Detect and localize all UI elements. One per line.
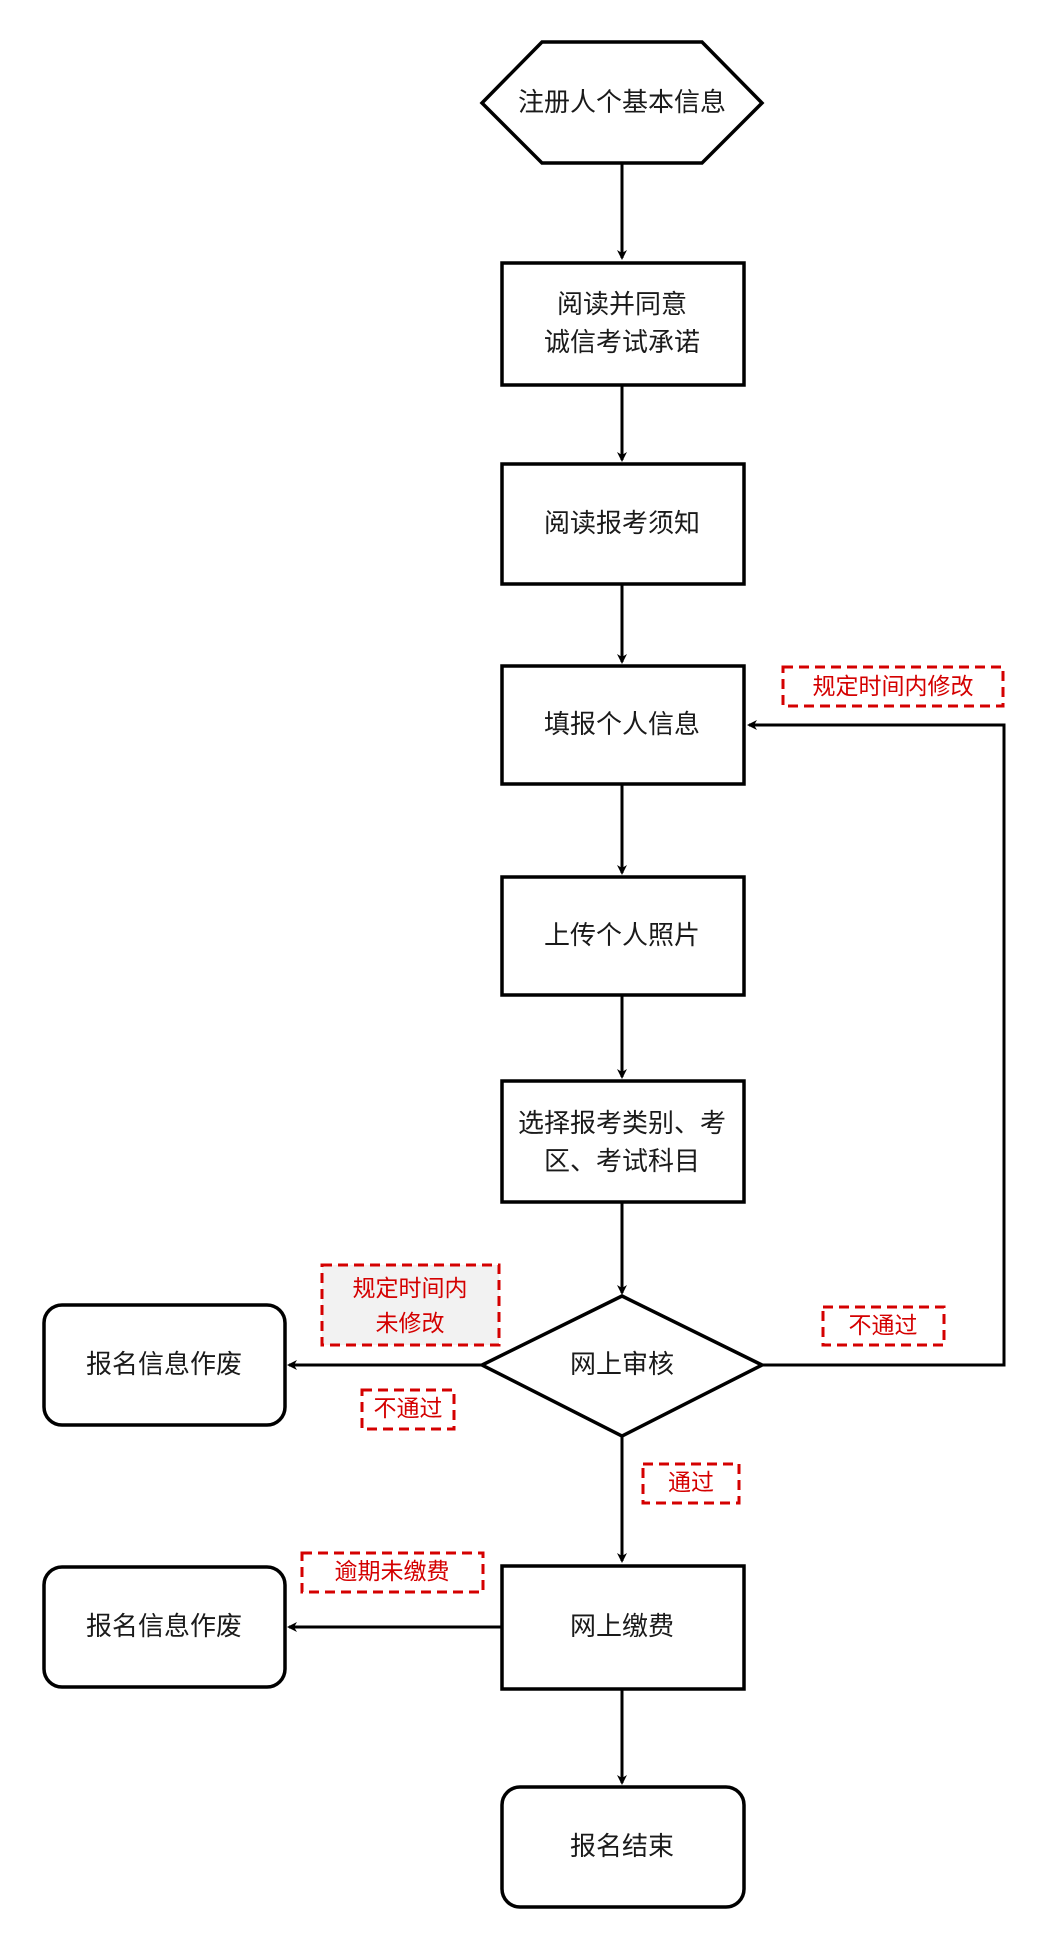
select-node: 选择报考类别、考 区、考试科目: [500, 1079, 746, 1204]
note-overdue: 逾期未缴费: [300, 1551, 485, 1594]
review-node: 网上审核: [478, 1294, 766, 1438]
payment-label: 网上缴费: [570, 1612, 674, 1642]
note-pass: 通过: [641, 1462, 741, 1505]
select-label-2: 区、考试科目: [544, 1147, 700, 1177]
payment-node: 网上缴费: [500, 1564, 746, 1691]
fill-info-label: 填报个人信息: [544, 710, 700, 740]
read-notice-label: 阅读报考须知: [544, 509, 700, 539]
note-fail-left-label: 不通过: [374, 1396, 443, 1422]
note-pass-label: 通过: [668, 1470, 714, 1496]
note-not-modified: 规定时间内 未修改: [320, 1263, 501, 1347]
upload-photo-node: 上传个人照片: [500, 875, 746, 997]
void-review-node: 报名信息作废: [42, 1303, 287, 1427]
note-fail-right: 不通过: [821, 1305, 946, 1347]
start-label: 注册人个基本信息: [518, 88, 726, 118]
void-payment-node: 报名信息作废: [42, 1565, 287, 1689]
fill-info-node: 填报个人信息: [500, 664, 746, 786]
end-label: 报名结束: [570, 1832, 674, 1862]
note-fail-right-label: 不通过: [849, 1313, 918, 1339]
read-commit-label-2: 诚信考试承诺: [544, 328, 700, 358]
note-fail-left: 不通过: [360, 1388, 456, 1431]
note-not-modified-label-2: 未修改: [376, 1311, 445, 1337]
note-modify-in-time-label: 规定时间内修改: [813, 674, 974, 700]
void-payment-label: 报名信息作废: [86, 1612, 242, 1642]
note-not-modified-label-1: 规定时间内: [353, 1276, 468, 1302]
read-commit-node: 阅读并同意 诚信考试承诺: [500, 261, 746, 387]
note-modify-in-time: 规定时间内修改: [781, 665, 1005, 708]
end-node: 报名结束: [500, 1785, 746, 1909]
edge-review-loop-to-fill: [747, 720, 1006, 1367]
void-review-label: 报名信息作废: [86, 1350, 242, 1380]
note-overdue-label: 逾期未缴费: [335, 1559, 450, 1585]
select-label-1: 选择报考类别、考: [518, 1109, 726, 1139]
review-label: 网上审核: [570, 1350, 674, 1380]
upload-photo-label: 上传个人照片: [544, 921, 700, 951]
edges: [287, 163, 1006, 1785]
start-node: 注册人个基本信息: [479, 40, 765, 165]
read-notice-node: 阅读报考须知: [500, 462, 746, 586]
read-commit-label-1: 阅读并同意: [557, 290, 687, 320]
